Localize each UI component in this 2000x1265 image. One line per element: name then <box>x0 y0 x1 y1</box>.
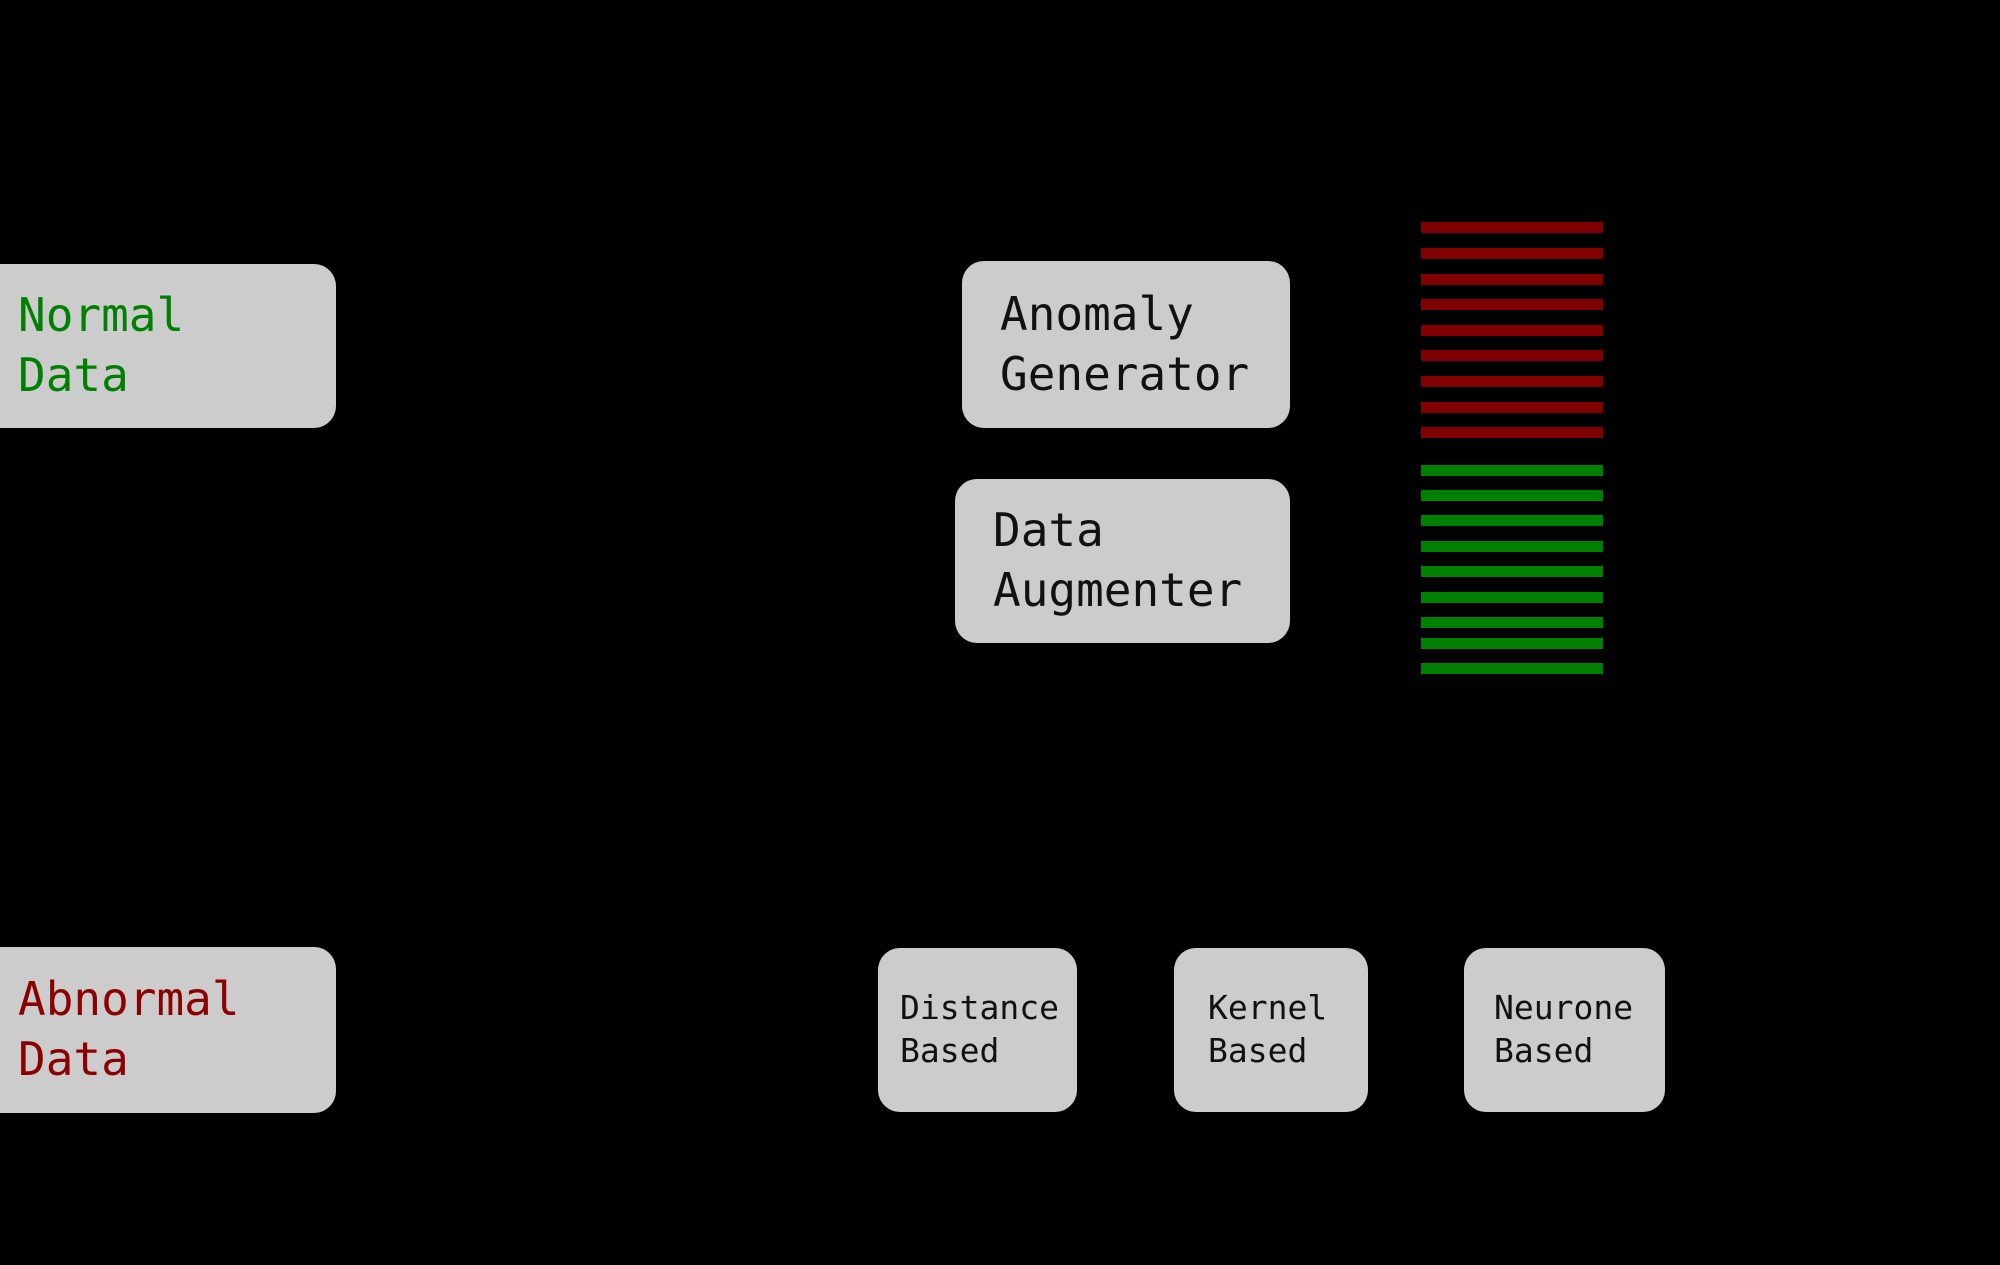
node-anomaly-generator[interactable]: Anomaly Generator <box>962 261 1290 428</box>
dataset-stripe-anomalous-6 <box>1421 350 1603 361</box>
dataset-stripe-normal-17 <box>1421 638 1603 649</box>
dataset-stripe-normal-13 <box>1421 541 1603 552</box>
dataset-stripe-anomalous-2 <box>1421 248 1603 259</box>
node-data-augmenter-line2: Augmenter <box>993 563 1243 617</box>
node-distance-based-line1: Distance <box>900 988 1059 1028</box>
dataset-stripe-normal-14 <box>1421 566 1603 577</box>
dataset-stripe-normal-15 <box>1421 592 1603 603</box>
node-anomaly-generator-line1: Anomaly <box>1000 286 1194 341</box>
node-data-augmenter[interactable]: Data Augmenter <box>955 479 1290 643</box>
augmented-dataset-stripes <box>1421 222 1603 674</box>
node-kernel-based-line2: Based <box>1208 1031 1308 1070</box>
node-abnormal-data-line1: Abnormal <box>18 972 240 1027</box>
dataset-stripe-anomalous-5 <box>1421 325 1603 336</box>
node-normal-data[interactable]: Normal Data <box>0 264 336 428</box>
dataset-stripe-anomalous-1 <box>1421 222 1603 233</box>
node-neurone-based[interactable]: Neurone Based <box>1464 948 1665 1112</box>
node-distance-based[interactable]: Distance Based <box>878 948 1077 1112</box>
dataset-stripe-normal-18 <box>1421 663 1603 674</box>
node-kernel-based[interactable]: Kernel Based <box>1174 948 1368 1112</box>
node-neurone-based-line2: Based <box>1494 1031 1594 1070</box>
dataset-stripe-anomalous-9 <box>1421 427 1603 438</box>
dataset-stripe-anomalous-4 <box>1421 299 1603 310</box>
node-normal-data-line2: Data <box>18 348 129 402</box>
dataset-stripe-anomalous-8 <box>1421 402 1603 413</box>
node-distance-based-line2: Based <box>900 1031 1000 1070</box>
node-abnormal-data[interactable]: Abnormal Data <box>0 947 336 1113</box>
dataset-stripe-normal-12 <box>1421 515 1603 526</box>
dataset-stripe-normal-10 <box>1421 465 1603 476</box>
node-data-augmenter-line1: Data <box>993 503 1104 558</box>
dataset-stripe-normal-16 <box>1421 617 1603 628</box>
node-normal-data-line1: Normal <box>18 288 185 343</box>
dataset-stripe-anomalous-7 <box>1421 376 1603 387</box>
dataset-stripe-anomalous-3 <box>1421 274 1603 285</box>
node-abnormal-data-line2: Data <box>18 1032 129 1086</box>
dataset-stripe-normal-11 <box>1421 490 1603 501</box>
node-neurone-based-line1: Neurone <box>1494 988 1634 1028</box>
node-kernel-based-line1: Kernel <box>1208 988 1328 1028</box>
node-anomaly-generator-line2: Generator <box>1000 346 1250 401</box>
